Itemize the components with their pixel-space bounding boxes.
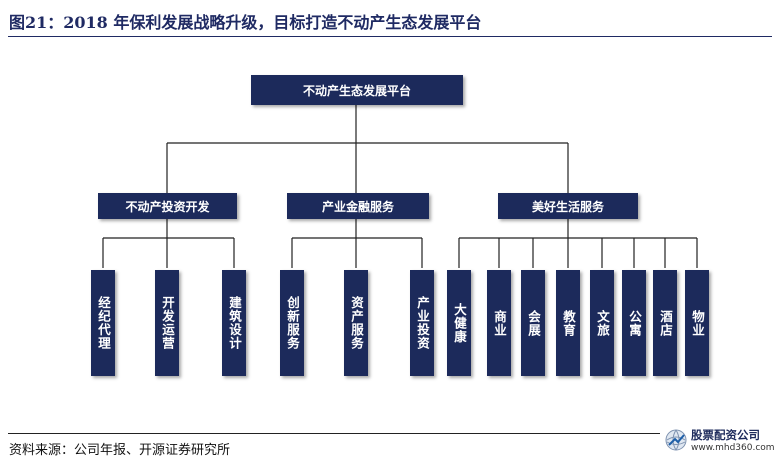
leaf-node: 会展 (521, 270, 545, 376)
figure-title: 图21：2018 年保利发展战略升级，目标打造不动产生态发展平台 (9, 13, 482, 32)
branch-node-industrial-finance: 产业金融服务 (287, 193, 429, 219)
leaf-node: 产业投资 (410, 270, 434, 376)
leaf-label: 文旅 (595, 309, 610, 337)
leaf-label: 产业投资 (415, 296, 430, 350)
leaf-label: 教育 (561, 309, 576, 337)
leaf-label: 资产服务 (349, 296, 364, 350)
leaf-label: 会展 (526, 309, 541, 337)
watermark-name: 股票配资公司 (691, 428, 760, 442)
leaf-node: 商业 (487, 270, 511, 376)
leaf-node: 资产服务 (344, 270, 368, 376)
leaf-node: 建筑设计 (222, 270, 246, 376)
leaf-node: 酒店 (653, 270, 677, 376)
leaf-node: 开发运营 (155, 270, 179, 376)
leaf-label: 开发运营 (160, 296, 175, 350)
leaf-node: 教育 (556, 270, 580, 376)
leaf-node: 文旅 (590, 270, 614, 376)
source-note: 资料来源：公司年报、开源证券研究所 (9, 443, 231, 458)
footer-divider (8, 433, 660, 434)
leaf-node: 经纪代理 (91, 270, 115, 376)
leaf-node: 大健康 (447, 270, 471, 376)
globe-icon (665, 429, 687, 451)
leaf-node: 创新服务 (280, 270, 304, 376)
leaf-label: 大健康 (452, 302, 467, 344)
title-divider (8, 36, 772, 37)
leaf-label: 公寓 (627, 309, 642, 337)
root-node: 不动产生态发展平台 (251, 75, 463, 105)
branch-node-better-life-services: 美好生活服务 (498, 193, 638, 219)
leaf-label: 创新服务 (285, 296, 300, 350)
leaf-label: 经纪代理 (96, 296, 111, 350)
branch-node-real-estate-development: 不动产投资开发 (98, 193, 237, 219)
leaf-node: 公寓 (622, 270, 646, 376)
leaf-label: 物业 (690, 309, 705, 337)
watermark-url: www.mhd360.com (691, 443, 775, 453)
leaf-label: 酒店 (658, 309, 673, 337)
watermark-logo: 股票配资公司 www.mhd360.com (664, 426, 776, 458)
leaf-label: 商业 (492, 309, 507, 337)
leaf-label: 建筑设计 (227, 296, 242, 350)
leaf-node: 物业 (685, 270, 709, 376)
